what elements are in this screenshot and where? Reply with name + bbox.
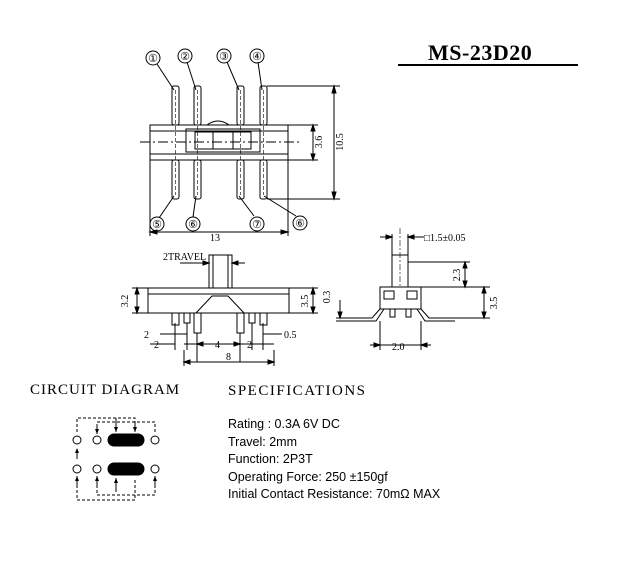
- contact: [72, 464, 82, 474]
- side-leg-right: [420, 308, 455, 319]
- front-leg: [193, 312, 202, 334]
- side-leg-right-inner: [416, 308, 455, 322]
- circuit-dash-bottom: [76, 480, 136, 501]
- pin-number-circle: [185, 216, 201, 232]
- dim-13: 13: [210, 233, 220, 244]
- pin-number-7: ⑦: [252, 219, 262, 231]
- pin-number-6: ⑥: [188, 219, 198, 231]
- contact: [72, 435, 82, 445]
- pin-number-1: ①: [148, 53, 158, 65]
- side-view: [336, 228, 490, 350]
- dim-side-3-5: 3.5: [489, 297, 500, 310]
- front-body: [147, 287, 290, 314]
- slider-arc: [206, 120, 230, 126]
- pin-4-top: [259, 85, 268, 126]
- dim-2-c: 2: [247, 340, 252, 351]
- dim-3-5: 3.5: [300, 295, 311, 308]
- travel-note: 2TRAVEL: [163, 252, 206, 263]
- top-view-dimensions: 13 10.5 3.6: [210, 133, 346, 244]
- circuit-dash-top: [76, 417, 136, 432]
- circuit-dash-bottom-inner: [96, 480, 156, 496]
- pin-number-circle: [177, 48, 193, 64]
- side-leg-left-inner: [345, 308, 385, 322]
- leader-6: [192, 195, 197, 218]
- dim-hole-1-5: □1.5±0.05: [424, 233, 466, 244]
- dim-0-3: 0.3: [322, 291, 333, 304]
- top-view: [140, 48, 340, 236]
- spec-rating: Rating : 0.3A 6V DC: [228, 417, 340, 431]
- circuit-dash-top-inner: [96, 421, 156, 432]
- leader-5: [158, 195, 175, 219]
- spec-travel: Travel: 2mm: [228, 434, 297, 449]
- dim-3-6: 3.6: [314, 136, 325, 149]
- model-title: MS-23D20: [428, 40, 533, 65]
- contact-bridge-bottom: [107, 462, 145, 476]
- circuit-diagram: [72, 417, 160, 501]
- pin-number-3: ③: [219, 51, 229, 63]
- spec-contact-resistance: Initial Contact Resistance: 70mΩ MAX: [228, 487, 441, 501]
- dim-10-5: 10.5: [335, 133, 346, 151]
- specifications-list: Rating : 0.3A 6V DC Travel: 2mm Function…: [228, 416, 440, 504]
- side-body-hole: [406, 290, 418, 300]
- front-body-notch: [195, 295, 245, 314]
- pin-2-top: [193, 85, 202, 126]
- contact: [92, 464, 102, 474]
- pin-number-8: ⑥: [295, 218, 305, 230]
- front-leg: [183, 312, 191, 324]
- dim-4: 4: [215, 340, 220, 351]
- pin-number-circle: [292, 215, 308, 231]
- front-view-dimensions: 2TRAVEL 3.2 3.5 2 2 4 2 8 0.5: [120, 252, 311, 363]
- pin-1-top: [171, 85, 180, 126]
- top-slider-knob: [194, 131, 252, 150]
- circuit-diagram-title: CIRCUIT DIAGRAM: [30, 382, 181, 398]
- contact-bridge-top: [107, 433, 145, 447]
- pin-number-circle: [249, 48, 265, 64]
- leader-1: [156, 63, 175, 91]
- leader-7: [238, 195, 255, 217]
- contact: [150, 464, 160, 474]
- top-slider: [185, 128, 261, 153]
- pin-number-4: ④: [252, 51, 262, 63]
- front-actuator: [208, 254, 233, 289]
- pin-number-5: ⑤: [152, 219, 162, 231]
- spec-function: Function: 2P3T: [228, 452, 313, 466]
- side-body-hole: [383, 290, 395, 300]
- dim-2-b: 2: [154, 340, 159, 351]
- dim-0-5: 0.5: [284, 330, 297, 341]
- front-leg: [248, 312, 256, 324]
- dim-3-2: 3.2: [120, 295, 131, 308]
- side-body: [379, 286, 422, 310]
- pin-number-circle: [216, 48, 232, 64]
- side-view-dimensions: □1.5±0.05 2.3 3.5 0.3 2.0: [322, 233, 500, 353]
- contact: [150, 435, 160, 445]
- dim-2-a: 2: [144, 330, 149, 341]
- pin-number-circle: [145, 50, 161, 66]
- dim-8: 8: [226, 352, 231, 363]
- spec-operating-force: Operating Force: 250 ±150gf: [228, 469, 388, 484]
- leader-2: [186, 61, 197, 91]
- pin-number-2: ②: [180, 51, 190, 63]
- pin-number-circle: [249, 216, 265, 232]
- front-view: [132, 254, 318, 366]
- leader-3: [226, 61, 240, 91]
- specifications-title: SPECIFICATIONS: [228, 383, 367, 399]
- pin-3-top: [236, 85, 245, 126]
- contact: [92, 435, 102, 445]
- dim-2-0: 2.0: [392, 342, 405, 353]
- leader-4: [257, 61, 263, 91]
- title-underline: [398, 64, 578, 66]
- side-actuator: [391, 254, 409, 288]
- side-leg-left: [345, 308, 381, 319]
- dim-2-3: 2.3: [452, 269, 463, 282]
- front-leg: [236, 312, 245, 334]
- pin-number-labels: ① ② ③ ④ ⑤ ⑥ ⑦ ⑥: [148, 51, 305, 231]
